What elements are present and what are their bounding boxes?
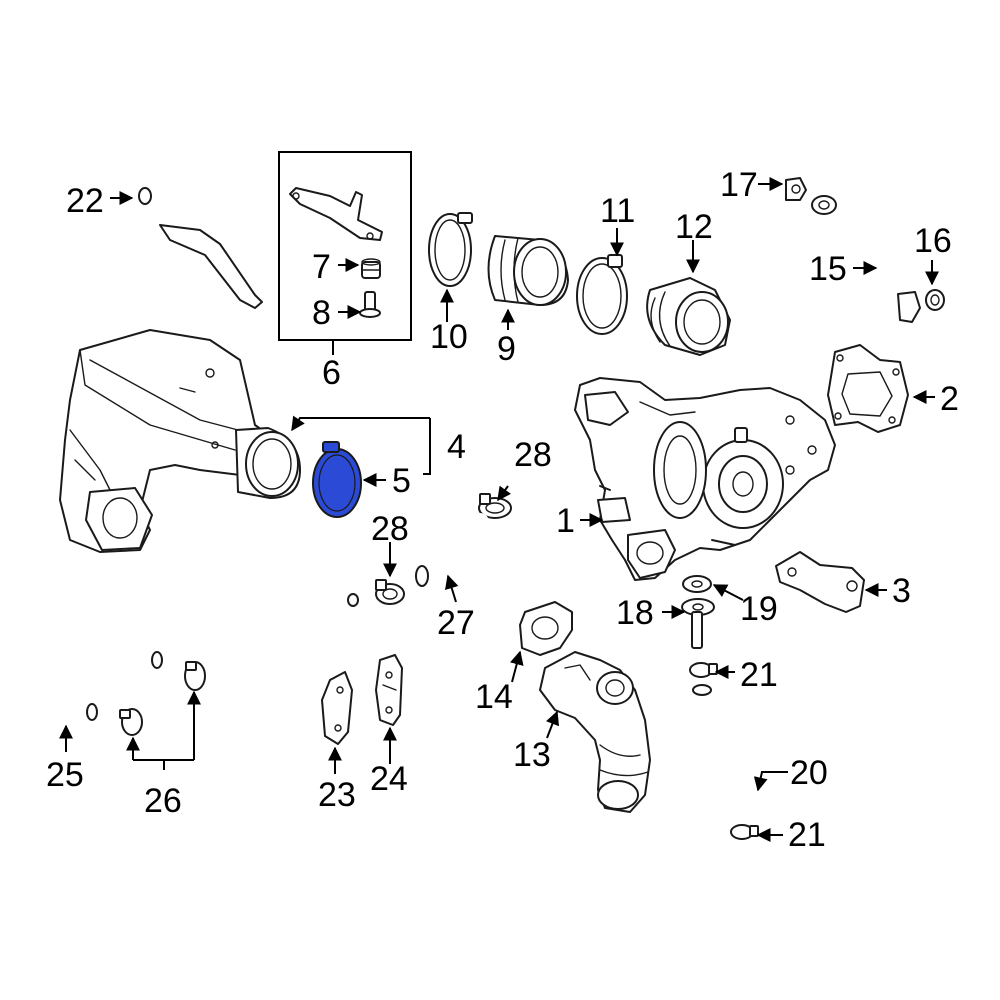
callout-5: 5: [392, 462, 411, 500]
part-15-pipe[interactable]: [811, 195, 921, 323]
part-12-pipe[interactable]: [646, 277, 731, 356]
callout-11: 11: [600, 192, 635, 230]
part-25-hose[interactable]: [37, 651, 163, 721]
part-4-air-cleaner[interactable]: [59, 329, 301, 553]
callout-10: 10: [430, 318, 468, 356]
part-26-clamp-right[interactable]: [184, 661, 206, 691]
callout-9: 9: [497, 330, 516, 368]
callout-23: 23: [318, 776, 356, 814]
callout-26: 26: [144, 782, 182, 820]
callout-16: 16: [914, 222, 952, 260]
callout-8: 8: [312, 294, 331, 332]
part-22-pipe[interactable]: [136, 187, 263, 309]
part-21-clamp-lower[interactable]: [730, 824, 759, 840]
callout-3: 3: [892, 572, 911, 610]
callout-14: 14: [475, 678, 513, 716]
callout-19: 19: [740, 590, 778, 628]
part-27-hose[interactable]: [415, 513, 490, 587]
callout-7: 7: [312, 248, 331, 286]
part-8-bolt[interactable]: [359, 291, 381, 318]
callout-13: 13: [513, 736, 551, 774]
part-19-gasket[interactable]: [682, 575, 712, 593]
callout-28-upper: 28: [514, 436, 552, 474]
part-26-clamp-left[interactable]: [119, 708, 143, 736]
part-17-fitting[interactable]: [785, 177, 807, 201]
part-24-gasket[interactable]: [375, 654, 403, 726]
leader-lines: [59, 177, 939, 842]
part-9-coupling[interactable]: [487, 235, 569, 306]
callout-15: 15: [809, 250, 847, 288]
part-1-turbocharger[interactable]: [574, 377, 836, 581]
part-21-clamp-upper[interactable]: [689, 662, 718, 678]
kit-6-box: [278, 151, 412, 341]
part-28-clamp-lower[interactable]: [375, 579, 405, 605]
part-5-clamp-highlighted[interactable]: [312, 441, 362, 518]
callout-21-upper: 21: [740, 656, 778, 694]
callout-2: 2: [940, 380, 959, 418]
callout-1: 1: [556, 502, 575, 540]
callout-21-lower: 21: [788, 816, 826, 854]
callout-12: 12: [675, 208, 713, 246]
callout-22: 22: [66, 182, 104, 220]
part-18-pipe[interactable]: [681, 598, 715, 649]
part-28-clamp-upper[interactable]: [478, 493, 512, 519]
callout-6: 6: [322, 354, 341, 392]
part-20-hose[interactable]: [692, 681, 757, 829]
part-10-clamp[interactable]: [428, 212, 473, 287]
callout-28-lower: 28: [371, 510, 409, 548]
callout-17: 17: [720, 166, 758, 204]
callout-18: 18: [616, 594, 654, 632]
part-2-gasket[interactable]: [827, 344, 909, 433]
part-6-bracket[interactable]: [289, 187, 383, 241]
part-16-washer[interactable]: [925, 289, 945, 311]
callouts: 1 2 3 4 5 6 7 8 9 10 11 12 13 14 15 16 1…: [46, 166, 959, 854]
part-23-pipe[interactable]: [249, 593, 359, 745]
part-13-pipe[interactable]: [539, 651, 651, 813]
part-14-flange[interactable]: [519, 601, 573, 656]
callout-27: 27: [437, 604, 475, 642]
part-7-grommet[interactable]: [361, 258, 381, 279]
part-3-bracket[interactable]: [775, 551, 865, 613]
part-11-clamp[interactable]: [576, 254, 628, 335]
callout-20: 20: [790, 754, 828, 792]
callout-25: 25: [46, 756, 84, 794]
callout-4: 4: [447, 428, 466, 466]
callout-24: 24: [370, 760, 408, 798]
